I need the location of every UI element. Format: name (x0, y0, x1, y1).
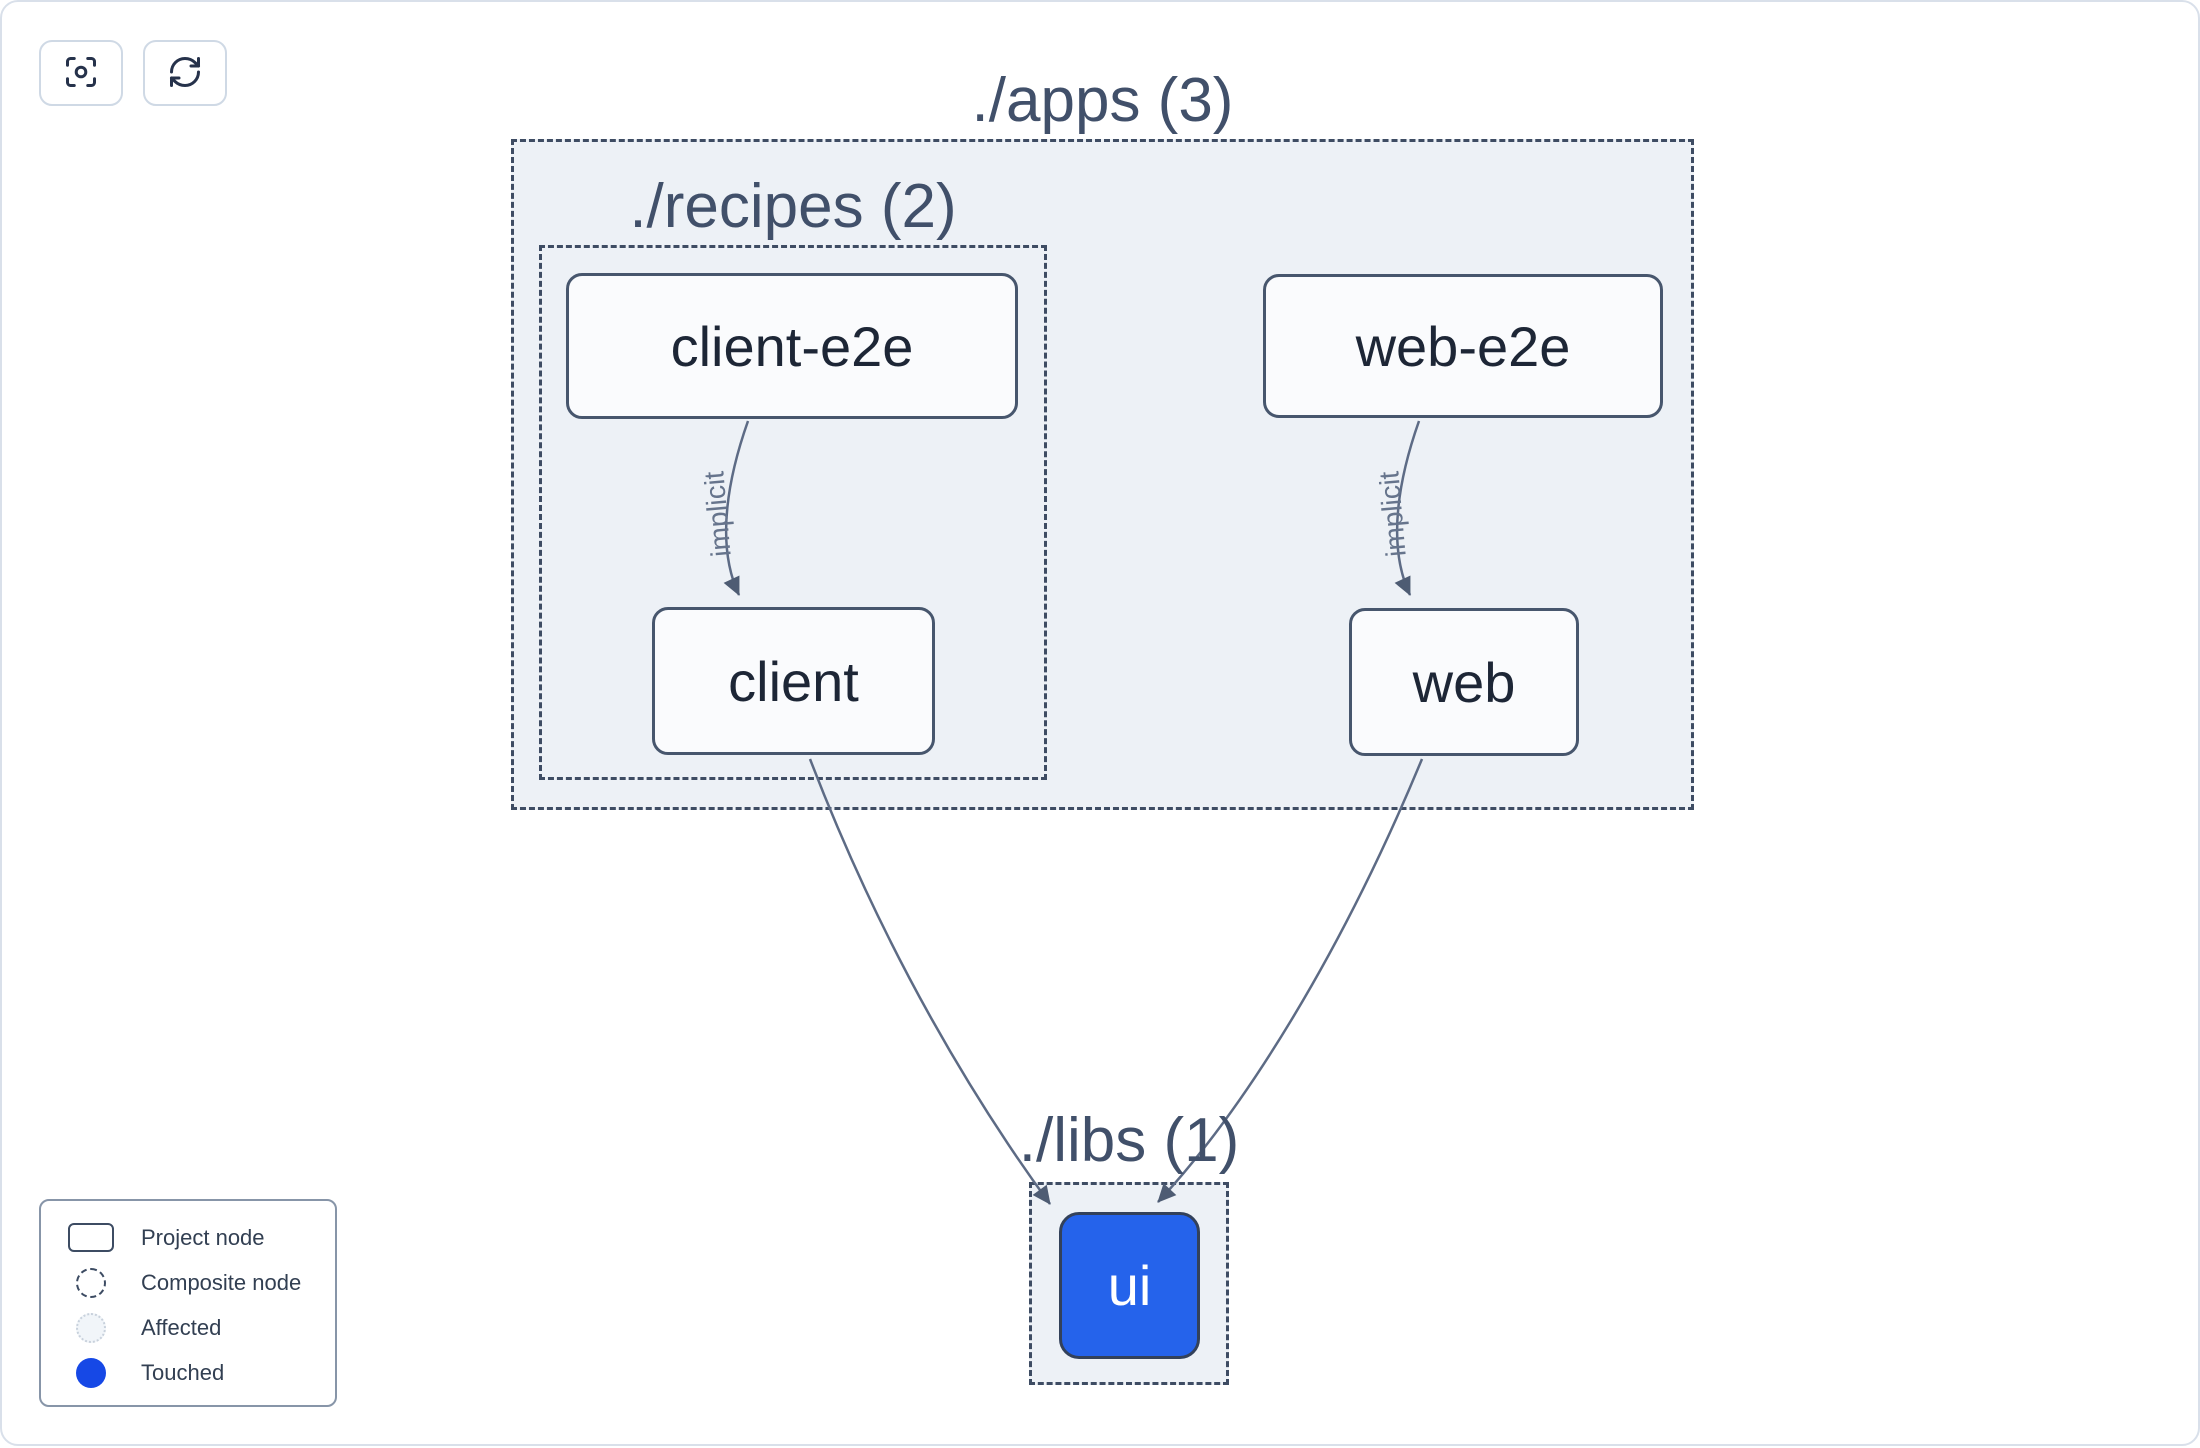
project-node-web[interactable]: web (1349, 608, 1579, 756)
group-title-recipes: ./recipes (2) (629, 172, 957, 241)
composite-node-swatch-icon (76, 1267, 106, 1298)
group-title-apps: ./apps (3) (971, 66, 1234, 135)
refresh-icon (167, 54, 203, 93)
project-node-web-e2e[interactable]: web-e2e (1263, 274, 1663, 418)
edge-web-to-ui (1157, 758, 1424, 1203)
legend-item-affected: Affected (41, 1305, 335, 1350)
group-title-libs: ./libs (1) (1018, 1106, 1240, 1175)
legend-label: Composite node (141, 1269, 302, 1295)
center-graph-button[interactable] (39, 40, 123, 106)
edge-client-e2e-to-client (723, 420, 750, 596)
refresh-button[interactable] (143, 40, 227, 106)
focus-center-icon (63, 54, 99, 93)
graph-toolbar (39, 40, 227, 106)
touched-swatch-icon (76, 1357, 106, 1388)
edge-web-e2e-to-web (1394, 420, 1421, 596)
legend-item-touched: Touched (41, 1350, 335, 1395)
legend-label: Affected (141, 1314, 222, 1340)
project-node-client[interactable]: client (652, 607, 935, 755)
affected-swatch-icon (76, 1312, 106, 1343)
legend-label: Project node (141, 1224, 265, 1250)
project-node-client-e2e[interactable]: client-e2e (566, 273, 1018, 419)
project-node-swatch-icon (68, 1223, 114, 1252)
legend-item-project-node: Project node (41, 1215, 335, 1260)
legend-label: Touched (141, 1359, 225, 1385)
graph-legend: Project node Composite node Affected Tou… (39, 1199, 337, 1407)
project-node-ui[interactable]: ui (1059, 1212, 1200, 1359)
legend-item-composite-node: Composite node (41, 1260, 335, 1305)
edge-client-to-ui (808, 758, 1052, 1205)
